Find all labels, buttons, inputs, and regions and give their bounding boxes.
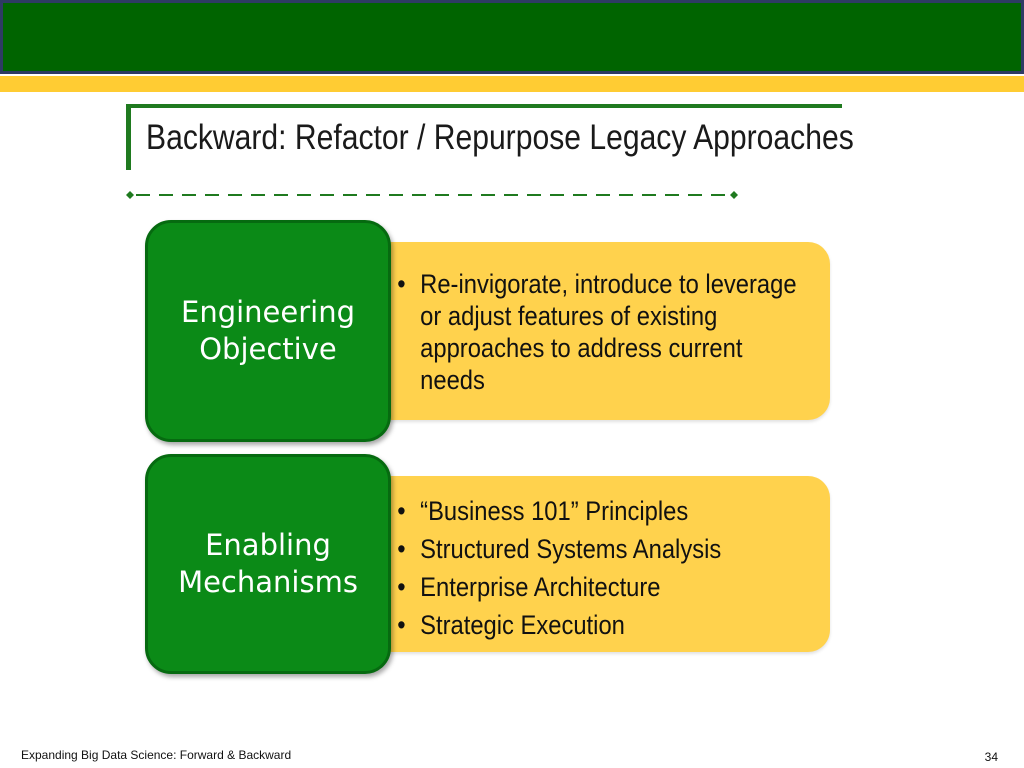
list-item: “Business 101” Principles (392, 492, 797, 530)
list-item: Enterprise Architecture (392, 568, 797, 606)
header-band-inner (3, 3, 1021, 71)
header-gold-stripe (0, 76, 1024, 92)
card-heading-box: Engineering Objective (145, 220, 391, 442)
slide-title: Backward: Refactor / Repurpose Legacy Ap… (146, 118, 854, 157)
list-item: Structured Systems Analysis (392, 530, 797, 568)
card-heading-box: Enabling Mechanisms (145, 454, 391, 674)
dashed-divider (126, 191, 738, 199)
header-band (0, 0, 1024, 74)
enabling-mechanisms-card: Enabling Mechanisms “Business 101” Princ… (145, 454, 830, 674)
bullet-list: Re-invigorate, introduce to leverage or … (392, 268, 797, 396)
list-item: Strategic Execution (392, 606, 797, 644)
engineering-objective-card: Engineering Objective Re-invigorate, int… (145, 220, 830, 442)
bullet-list: “Business 101” Principles Structured Sys… (392, 492, 797, 644)
title-bracket-horizontal (126, 104, 842, 108)
list-item: Re-invigorate, introduce to leverage or … (392, 268, 797, 396)
card-heading: Engineering Objective (181, 295, 355, 366)
page-number: 34 (984, 750, 998, 764)
footer-text: Expanding Big Data Science: Forward & Ba… (21, 748, 292, 762)
card-heading: Enabling Mechanisms (178, 528, 358, 599)
title-bracket-vertical (126, 104, 131, 170)
